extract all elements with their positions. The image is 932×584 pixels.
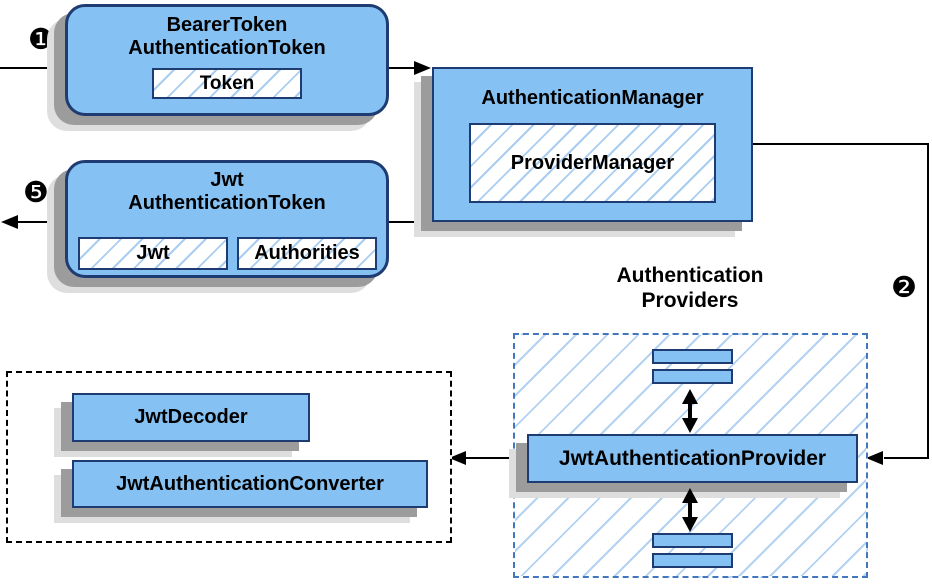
- connector-to-provider: [884, 457, 929, 459]
- provider-slot-rect: [652, 533, 733, 548]
- label-line: Authentication: [616, 264, 764, 287]
- provider-slot-rect: [652, 369, 733, 384]
- node-authentication-manager: AuthenticationManager ProviderManager: [432, 67, 753, 222]
- arrowhead-right-icon: [414, 61, 431, 75]
- double-arrow-down-icon: [682, 517, 698, 532]
- double-arrow-shaft: [688, 501, 692, 519]
- node-title: AuthenticationManager: [481, 87, 704, 109]
- label-line: Providers: [641, 289, 739, 312]
- node-bearer-token-authentication-token: BearerToken AuthenticationToken Token: [65, 4, 389, 116]
- node-jwt-authentication-token: Jwt AuthenticationToken Jwt Authorities: [65, 160, 389, 278]
- connector-request-in: [0, 67, 67, 69]
- label-authentication-providers: Authentication Providers: [580, 263, 800, 313]
- node-title: BearerToken AuthenticationToken: [68, 14, 386, 60]
- chip-authorities: Authorities: [237, 237, 377, 270]
- chip-token: Token: [152, 68, 302, 99]
- double-arrow-up-icon: [682, 389, 698, 404]
- connector-provider-to-converters: [466, 457, 514, 459]
- badge-step-1: ❶: [28, 22, 54, 56]
- node-title: Jwt AuthenticationToken: [68, 169, 386, 215]
- title-line: BearerToken: [166, 14, 288, 36]
- provider-slot-rect: [652, 553, 733, 568]
- connector-manager-right: [753, 143, 929, 145]
- title-line: Jwt: [210, 169, 244, 191]
- chip-jwt: Jwt: [78, 237, 228, 270]
- arrowhead-left-icon: [1, 215, 18, 229]
- node-jwt-decoder: JwtDecoder: [72, 393, 310, 442]
- title-line: AuthenticationToken: [128, 37, 326, 59]
- badge-step-5: ❺: [23, 175, 49, 209]
- connector-right-vertical: [927, 143, 929, 459]
- badge-step-2: ❷: [891, 270, 917, 304]
- double-arrow-down-icon: [682, 418, 698, 433]
- double-arrow-shaft: [688, 402, 692, 420]
- arrowhead-left-icon: [866, 451, 883, 465]
- provider-slot-rect: [652, 349, 733, 364]
- connector-bearer-to-manager: [389, 67, 415, 69]
- chip-provider-manager: ProviderManager: [469, 123, 716, 203]
- arrowhead-left-icon: [449, 451, 466, 465]
- connector-manager-to-jwt: [389, 221, 433, 223]
- node-jwt-authentication-provider: JwtAuthenticationProvider: [527, 434, 858, 483]
- double-arrow-up-icon: [682, 488, 698, 503]
- node-jwt-authentication-converter: JwtAuthenticationConverter: [72, 460, 428, 508]
- connector-response-out: [18, 221, 67, 223]
- title-line: AuthenticationToken: [128, 192, 326, 214]
